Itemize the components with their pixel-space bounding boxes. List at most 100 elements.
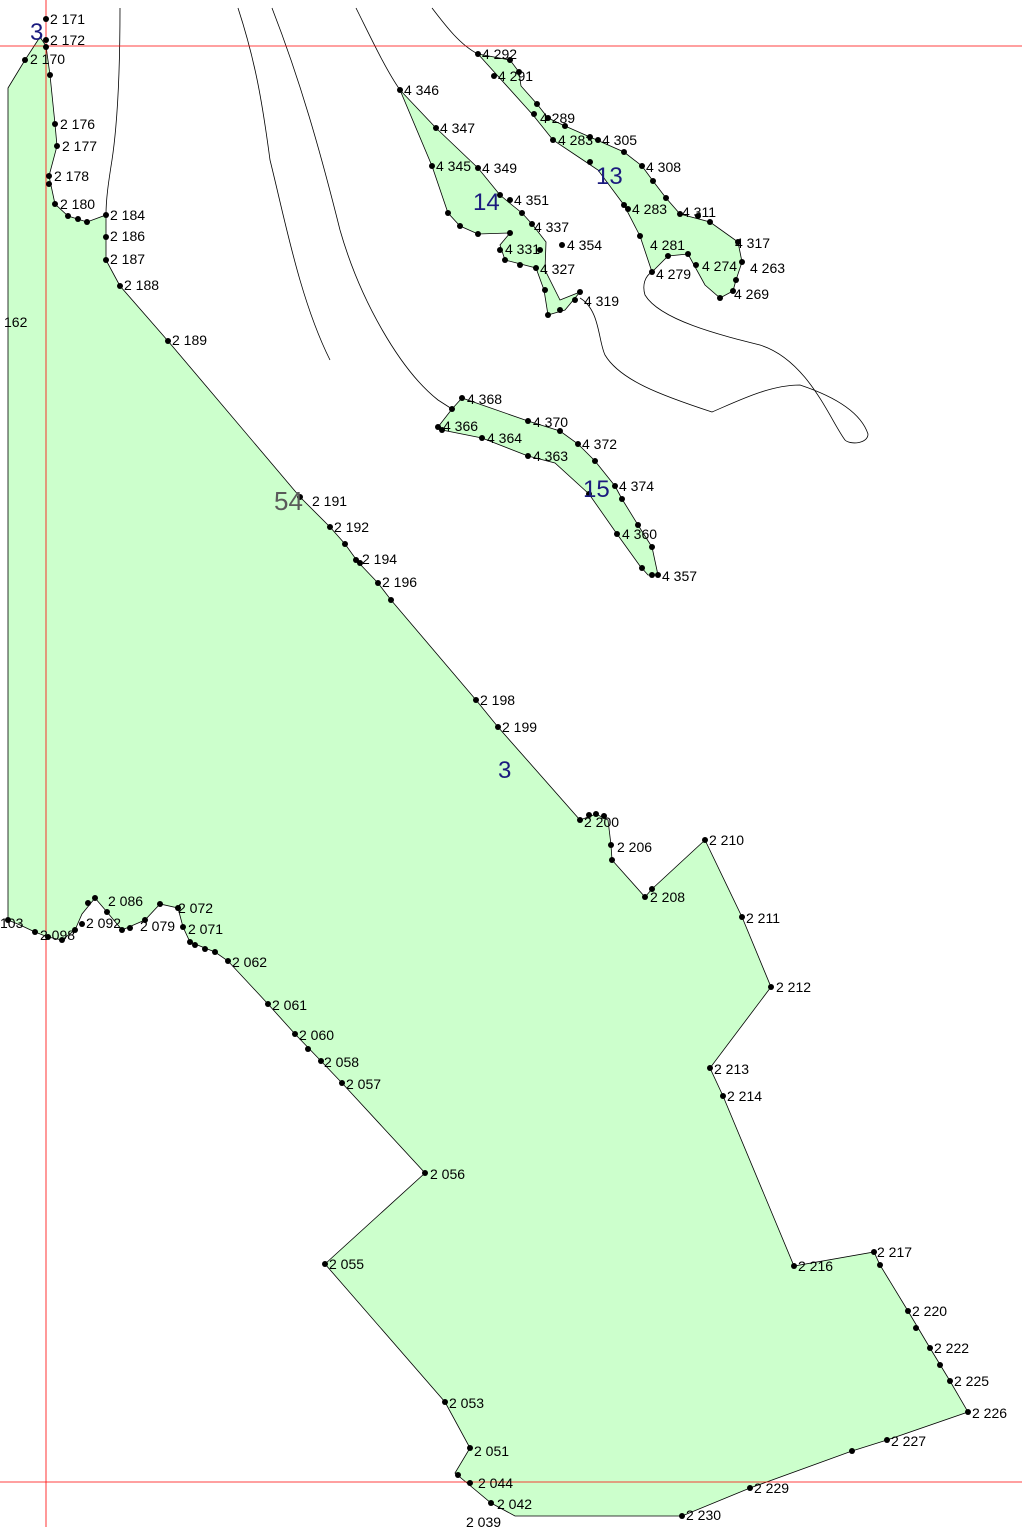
point-label: 2 079 (140, 918, 175, 934)
point-label: 2 220 (912, 1303, 947, 1319)
point-label: 2 214 (727, 1088, 762, 1104)
point-labels: 2 171 2 172 2 170 2 176 2 177 2 178 2 18… (0, 11, 1007, 1527)
point-label: 2 216 (798, 1258, 833, 1274)
point-label: 4 357 (662, 568, 697, 584)
point-label: 4 283 (632, 201, 667, 217)
vertex-dots (5, 16, 971, 1519)
point-label: 2 171 (50, 11, 85, 27)
point-label: 4 274 (702, 258, 737, 274)
parcel-3-area[interactable] (7, 36, 969, 1517)
point-label: 4 292 (482, 46, 517, 62)
point-label: 4 319 (584, 293, 619, 309)
point-label: 2 057 (346, 1076, 381, 1092)
point-label: 2 184 (110, 207, 145, 223)
point-label: 2 187 (110, 251, 145, 267)
point-label: 2 212 (776, 979, 811, 995)
point-label: 2 092 (86, 915, 121, 931)
point-label: 2 044 (478, 1475, 513, 1491)
parcel-label-54: 54 (274, 486, 303, 516)
point-label: 2 072 (178, 900, 213, 916)
point-label: 4 331 (505, 241, 540, 257)
point-label: 4 289 (540, 110, 575, 126)
point-label: 4 347 (440, 120, 475, 136)
point-label: 4 281 (650, 237, 685, 253)
point-label: 2 086 (108, 893, 143, 909)
point-label: 4 337 (534, 219, 569, 235)
point-label: 2 039 (466, 1514, 501, 1527)
point-label: 2 217 (877, 1244, 912, 1260)
point-label: 4 363 (533, 448, 568, 464)
parcel-label-3: 3 (498, 757, 511, 784)
point-label: 2 189 (172, 332, 207, 348)
point-label: 2 176 (60, 116, 95, 132)
point-label: 2 170 (30, 51, 65, 67)
point-label: 4 269 (734, 286, 769, 302)
point-label: 2 191 (312, 493, 347, 509)
parcel-label-13: 13 (596, 163, 623, 190)
point-label: 4 283 (558, 132, 593, 148)
point-label: 4 349 (482, 160, 517, 176)
point-label: 2 060 (299, 1027, 334, 1043)
point-label: 2 056 (430, 1166, 465, 1182)
point-label: 2 213 (714, 1061, 749, 1077)
point-label: 2 188 (124, 277, 159, 293)
point-label: 2 062 (232, 954, 267, 970)
point-label: 2 225 (954, 1373, 989, 1389)
point-label: 4 263 (750, 260, 785, 276)
point-label: 162 (4, 314, 28, 330)
point-label: 4 291 (498, 68, 533, 84)
point-label: 2 055 (329, 1256, 364, 1272)
point-label: 2 211 (746, 910, 780, 926)
parcel-label-15: 15 (583, 476, 610, 503)
point-label: 2 226 (972, 1405, 1007, 1421)
point-label: 103 (0, 915, 24, 931)
point-label: 2 208 (650, 889, 685, 905)
point-label: 2 230 (686, 1507, 721, 1523)
point-label: 2 199 (502, 719, 537, 735)
point-label: 2 042 (497, 1496, 532, 1512)
point-label: 2 222 (934, 1340, 969, 1356)
point-label: 2 053 (449, 1395, 484, 1411)
point-label: 4 279 (656, 266, 691, 282)
point-label: 2 229 (754, 1480, 789, 1496)
point-label: 2 172 (50, 32, 85, 48)
point-label: 4 346 (404, 82, 439, 98)
parcel-label-3-top: 3 (30, 19, 43, 46)
point-label: 4 351 (514, 192, 549, 208)
point-label: 2 196 (382, 574, 417, 590)
point-label: 2 098 (40, 927, 75, 943)
point-label: 2 186 (110, 228, 145, 244)
point-label: 4 360 (622, 526, 657, 542)
point-label: 2 200 (584, 814, 619, 830)
point-label: 2 058 (324, 1054, 359, 1070)
point-label: 2 061 (272, 997, 307, 1013)
point-label: 4 311 (682, 204, 716, 220)
boundary-lines (105, 7, 869, 444)
point-label: 2 180 (60, 196, 95, 212)
point-label: 4 368 (467, 391, 502, 407)
parcel-label-14: 14 (473, 189, 500, 216)
point-label: 2 227 (891, 1433, 926, 1449)
point-label: 4 317 (735, 235, 770, 251)
point-label: 4 327 (540, 261, 575, 277)
point-label: 4 364 (487, 430, 522, 446)
point-label: 4 345 (436, 158, 471, 174)
point-label: 2 194 (362, 551, 397, 567)
point-label: 2 071 (188, 921, 223, 937)
point-label: 2 178 (54, 168, 89, 184)
point-label: 2 051 (474, 1443, 509, 1459)
point-label: 4 305 (602, 132, 637, 148)
point-label: 2 177 (62, 138, 97, 154)
point-label: 2 192 (334, 519, 369, 535)
point-label: 4 372 (582, 436, 617, 452)
point-label: 4 366 (443, 418, 478, 434)
point-label: 4 374 (619, 478, 654, 494)
point-label: 4 308 (646, 159, 681, 175)
point-label: 2 210 (709, 832, 744, 848)
point-label: 2 198 (480, 692, 515, 708)
point-label: 4 354 (567, 237, 602, 253)
point-label: 4 370 (533, 414, 568, 430)
point-label: 2 206 (617, 839, 652, 855)
